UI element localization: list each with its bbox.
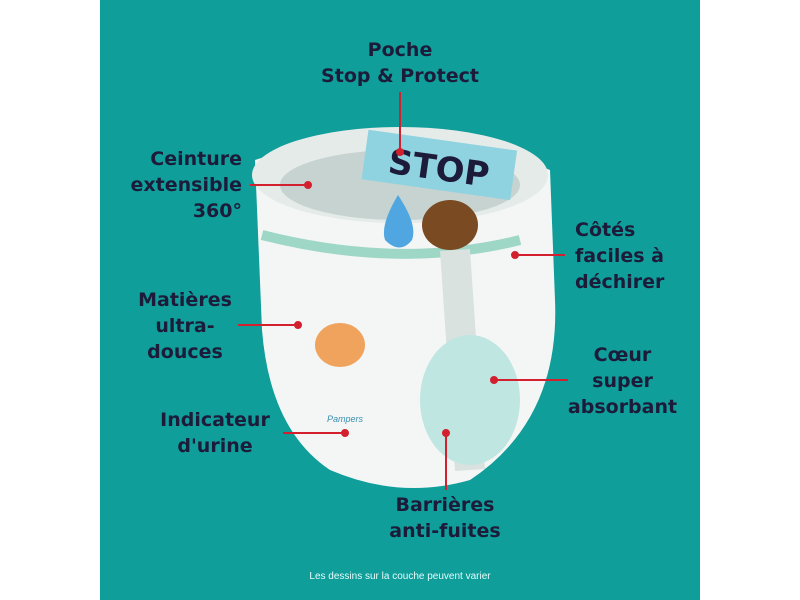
label-absorbent-core: Cœur super absorbant [567, 344, 678, 418]
label-wetness-indicator: Indicateur d'urine [160, 409, 270, 457]
poop-character [422, 200, 478, 250]
absorbent-core [420, 335, 520, 465]
label-soft-materials: Matières ultra- douces [138, 289, 232, 363]
green-band [260, 230, 522, 259]
tiger-character [315, 323, 365, 367]
pointer-lines [238, 92, 568, 490]
label-waistband: Ceinture extensible 360° [130, 148, 242, 222]
brand-logo: Pampers [327, 414, 364, 424]
footnote: Les dessins sur la couche peuvent varier [309, 571, 491, 582]
water-drop-character [383, 195, 414, 248]
label-tear-sides: Côtés faciles à déchirer [575, 219, 665, 293]
label-stop-protect-pocket: Poche Stop & Protect [321, 39, 479, 87]
label-leak-barriers: Barrières anti-fuites [389, 494, 501, 542]
